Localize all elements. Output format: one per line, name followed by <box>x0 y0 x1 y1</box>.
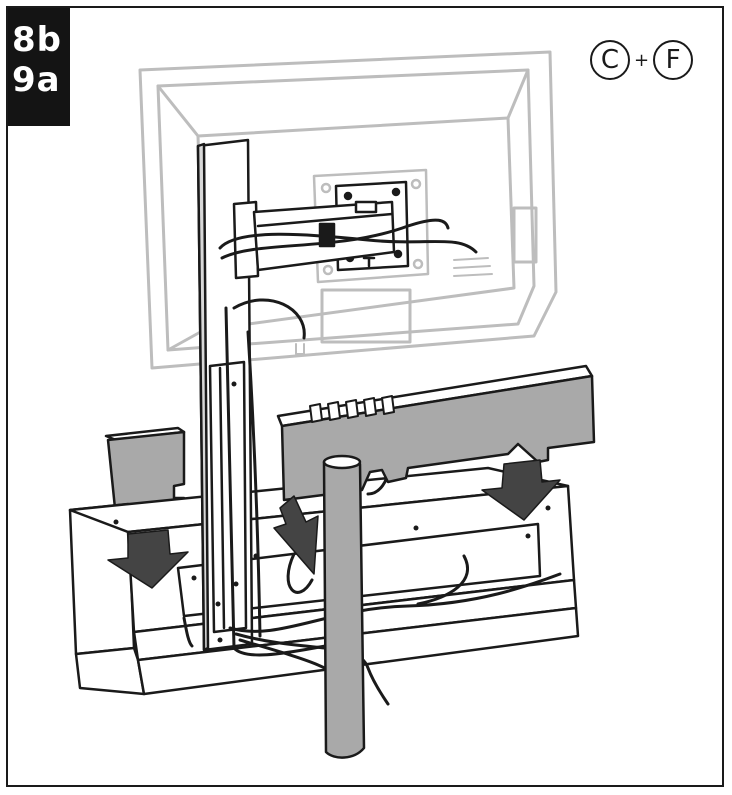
instruction-frame: 8b 9a C + F <box>6 6 724 787</box>
support-column <box>196 138 260 652</box>
cable-bundle <box>182 218 562 706</box>
down-arrow-icon <box>107 529 189 589</box>
part-label-f: F <box>653 40 694 80</box>
step-number-primary: 8b <box>12 20 62 60</box>
parts-plus-sign: + <box>634 49 650 71</box>
down-arrow-icon-center <box>273 495 319 575</box>
step-number-secondary: 9a <box>12 60 61 100</box>
front-post <box>322 454 366 759</box>
step-number-badge: 8b 9a <box>8 8 70 126</box>
required-parts: C + F <box>590 38 694 82</box>
side-panel-left <box>104 426 186 520</box>
assembly-illustration <box>68 50 596 759</box>
part-label-c: C <box>590 40 630 80</box>
down-arrow-icon-right <box>481 459 561 521</box>
